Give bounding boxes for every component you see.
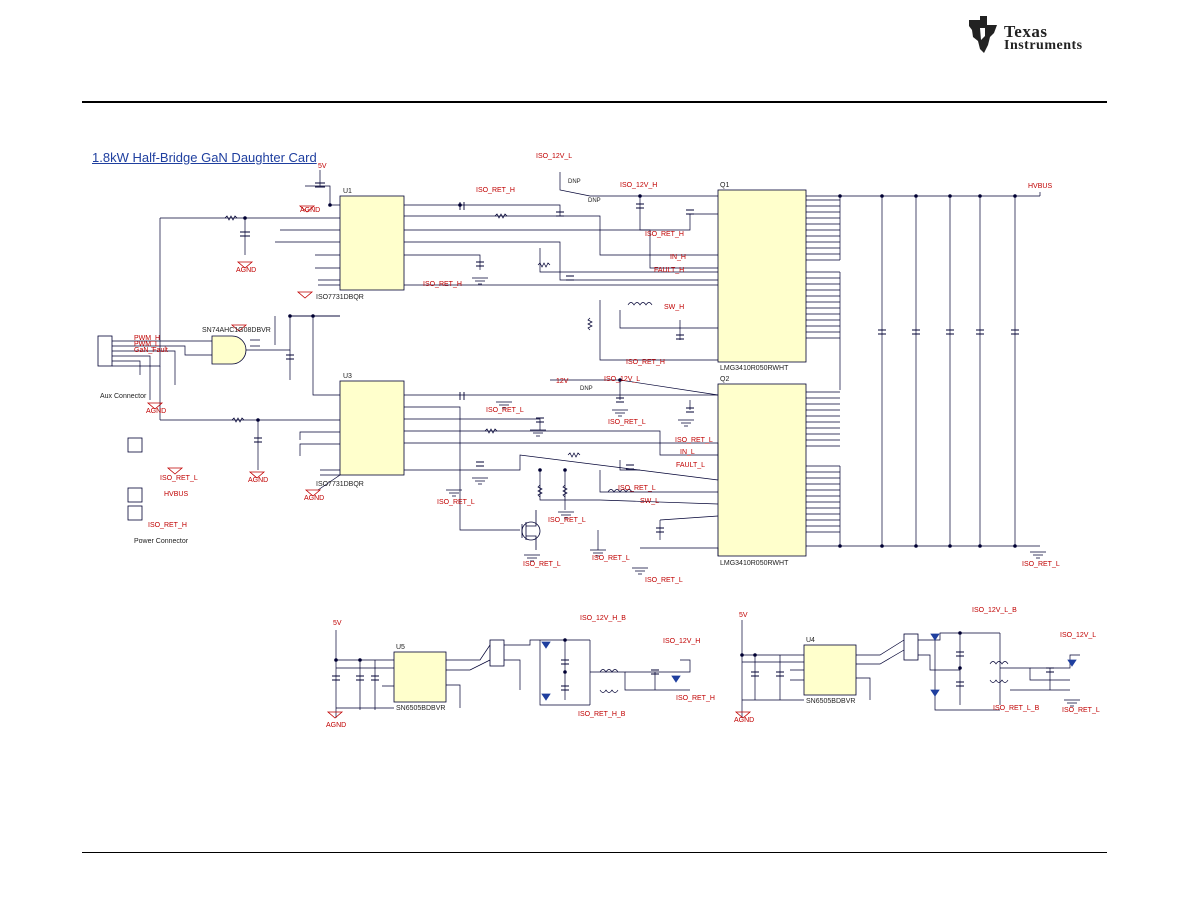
u5-part: SN6505BDBVR	[396, 705, 445, 712]
net-iso-ret-h-3: ISO_RET_H	[423, 281, 462, 288]
net-iso-ret-h-2: ISO_RET_H	[645, 231, 684, 238]
net-fault-l: FAULT_L	[676, 462, 705, 469]
net-iso12v-h: ISO_12V_H	[620, 182, 657, 189]
net-iso-ret-h-bot: ISO_RET_H	[676, 695, 715, 702]
net-agnd-5: AGND	[304, 495, 324, 502]
net-iso-ret-l-7: ISO_RET_L	[523, 561, 561, 568]
dnp-label-2: DNP	[580, 386, 593, 392]
net-iso-ret-l-8: ISO_RET_L	[592, 555, 630, 562]
net-iso12v-l-top: ISO_12V_L	[536, 153, 572, 160]
net-iso-ret-h-1: ISO_RET_H	[476, 187, 515, 194]
ti-map-icon	[969, 16, 997, 53]
net-agnd-2: AGND	[236, 267, 256, 274]
net-5v-bl: 5V	[333, 620, 342, 627]
net-agnd-1: AGND	[300, 207, 320, 214]
net-agnd-3: AGND	[146, 408, 166, 415]
net-12v: 12V	[556, 378, 569, 385]
net-iso-ret-l-5: ISO_RET_L	[437, 499, 475, 506]
net-iso-ret-h-4: ISO_RET_H	[626, 359, 665, 366]
net-iso-ret-h-b: ISO_RET_H_B	[578, 711, 626, 718]
q1-ref: Q1	[720, 182, 729, 189]
net-pwm-h: PWM_H	[134, 335, 160, 342]
logo-text-line2: Instruments	[1004, 38, 1083, 53]
dnp-label-3: DNP	[568, 179, 581, 185]
net-iso-ret-h-5: ISO_RET_H	[148, 522, 187, 529]
net-iso-ret-l-10: ISO_RET_L	[1022, 561, 1060, 568]
q1-part: LMG3410R050RWHT	[720, 365, 789, 372]
net-iso12v-l-b: ISO_12V_L_B	[972, 607, 1017, 614]
net-iso12v-l-bot: ISO_12V_L	[1060, 632, 1096, 639]
dnp-label-1: DNP	[588, 198, 601, 204]
net-iso12v-h-bot: ISO_12V_H	[663, 638, 700, 645]
u4-part: SN6505BDBVR	[806, 698, 855, 705]
net-fault-h: FAULT_H	[654, 267, 684, 274]
power-connector-label: Power Connector	[134, 538, 189, 545]
net-iso-ret-l-4: ISO_RET_L	[618, 485, 656, 492]
net-5v-br: 5V	[739, 612, 748, 619]
net-hvbus-left: HVBUS	[164, 491, 188, 498]
aux-connector-label: Aux Connector	[100, 393, 147, 400]
header-rule	[82, 101, 1107, 103]
ti-logo: Texas Instruments	[966, 16, 1111, 56]
net-gan-fault: GaN_Fault	[134, 347, 168, 354]
u1-ref: U1	[343, 188, 352, 195]
net-iso12v-h-b: ISO_12V_H_B	[580, 615, 626, 622]
net-iso-ret-l-6: ISO_RET_L	[548, 517, 586, 524]
net-5v-top: 5V	[318, 163, 327, 170]
net-hvbus-top: HVBUS	[1028, 183, 1052, 190]
net-iso-ret-l-9: ISO_RET_L	[645, 577, 683, 584]
net-in-l: IN_L	[680, 449, 695, 456]
u4-ref: U4	[806, 637, 815, 644]
logo-text-line1: Texas	[1004, 22, 1048, 41]
schematic-title: 1.8kW Half-Bridge GaN Daughter Card	[92, 150, 317, 165]
net-iso-ret-l-11: ISO_RET_L	[160, 475, 198, 482]
net-in-h: IN_H	[670, 254, 686, 261]
net-iso-ret-l-12: ISO_RET_L	[1062, 707, 1100, 714]
footer-rule	[82, 852, 1107, 853]
net-iso-ret-l-3: ISO_RET_L	[675, 437, 713, 444]
net-agnd-7: AGND	[734, 717, 754, 724]
net-sw-h: SW_H	[664, 304, 684, 311]
u3-part: ISO7731DBQR	[316, 481, 364, 488]
net-pwm-l: PWM_L	[134, 341, 159, 348]
u3-ref: U3	[343, 373, 352, 380]
u5-ref: U5	[396, 644, 405, 651]
q2-ref: Q2	[720, 376, 729, 383]
net-iso-ret-l-b: ISO_RET_L_B	[993, 705, 1040, 712]
logic-part: SN74AHC1G08DBVR	[202, 327, 271, 334]
net-iso12v-l-mid: ISO_12V_L	[604, 376, 640, 383]
net-agnd-4: AGND	[248, 477, 268, 484]
q2-part: LMG3410R050RWHT	[720, 560, 789, 567]
net-agnd-6: AGND	[326, 722, 346, 729]
u1-part: ISO7731DBQR	[316, 294, 364, 301]
net-iso-ret-l-1: ISO_RET_L	[486, 407, 524, 414]
net-sw-l: SW_L	[640, 498, 659, 505]
net-iso-ret-l-2: ISO_RET_L	[608, 419, 646, 426]
